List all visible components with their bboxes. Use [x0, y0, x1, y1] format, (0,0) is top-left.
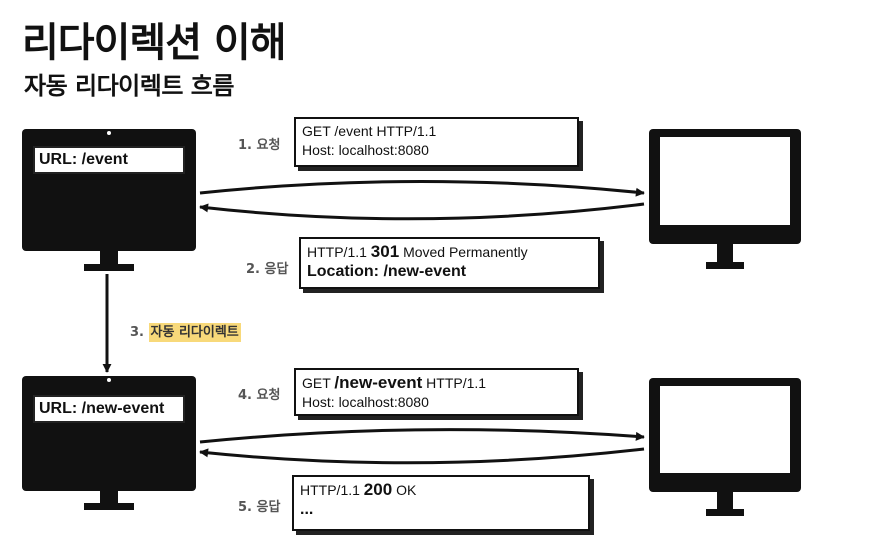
- status-line: HTTP/1.1 301 Moved Permanently: [307, 242, 592, 262]
- url-bar-event: URL: /event: [33, 146, 185, 174]
- response-message-2: HTTP/1.1 200 OK ...: [292, 475, 590, 531]
- response-arrow-2: [199, 447, 645, 465]
- location-header: Location: /new-event: [307, 263, 467, 280]
- response-arrow-1: [199, 202, 645, 221]
- status-text: OK: [396, 482, 417, 498]
- request-message-1: GET /event HTTP/1.1 Host: localhost:8080: [294, 117, 579, 167]
- page-title: 리다이렉션 이해: [22, 20, 287, 66]
- request-method: GET: [302, 375, 331, 391]
- status-version: HTTP/1.1: [300, 482, 360, 498]
- request-line: GET /event HTTP/1.1: [302, 123, 437, 139]
- step3-number: 3.: [130, 325, 144, 340]
- host-line: Host: localhost:8080: [302, 394, 429, 410]
- request-path: /new-event: [334, 373, 423, 392]
- request-message-2: GET /new-event HTTP/1.1 Host: localhost:…: [294, 368, 579, 416]
- step-label-3: 3. 자동 리다이렉트: [130, 321, 241, 342]
- step-label-2: 2. 응답: [246, 262, 289, 277]
- server-monitor-icon: [649, 129, 801, 269]
- request-arrow-1: [199, 180, 645, 197]
- status-code: 200: [363, 480, 393, 499]
- status-code: 301: [370, 242, 400, 261]
- request-arrow-2: [199, 428, 645, 444]
- step-label-5: 5. 응답: [238, 500, 281, 515]
- request-version: HTTP/1.1: [426, 375, 487, 391]
- response-message-1: HTTP/1.1 301 Moved Permanently Location:…: [299, 237, 600, 289]
- page-subtitle: 자동 리다이렉트 흐름: [24, 72, 234, 100]
- step3-highlight: 자동 리다이렉트: [148, 323, 241, 342]
- status-line: HTTP/1.1 200 OK: [300, 480, 582, 500]
- server-monitor-icon: [649, 378, 801, 516]
- step-label-4: 4. 요청: [238, 388, 281, 403]
- status-version: HTTP/1.1: [307, 244, 367, 260]
- url-bar-new-event: URL: /new-event: [33, 395, 185, 423]
- host-line: Host: localhost:8080: [302, 142, 429, 158]
- status-text: Moved Permanently: [403, 244, 528, 260]
- request-line: GET /new-event HTTP/1.1: [302, 373, 571, 393]
- step-label-1: 1. 요청: [238, 138, 281, 153]
- ellipsis-line: ...: [300, 501, 314, 518]
